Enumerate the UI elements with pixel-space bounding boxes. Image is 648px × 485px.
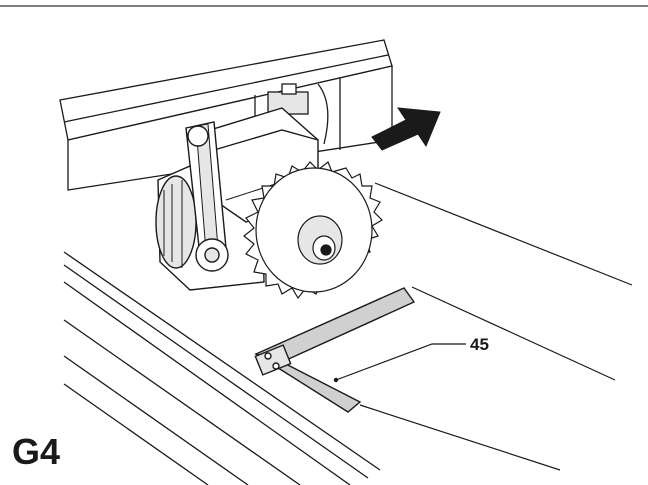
- push-arrow-icon: [371, 107, 441, 151]
- saw-blade: [243, 161, 383, 300]
- callout-leader: [333, 343, 466, 383]
- set-square: [254, 287, 416, 413]
- guide-rail: [63, 251, 381, 485]
- table-surface: [359, 182, 633, 471]
- figure-label: G4: [12, 431, 61, 472]
- callout-45: 45: [470, 335, 489, 354]
- pivot-arm: [185, 121, 229, 272]
